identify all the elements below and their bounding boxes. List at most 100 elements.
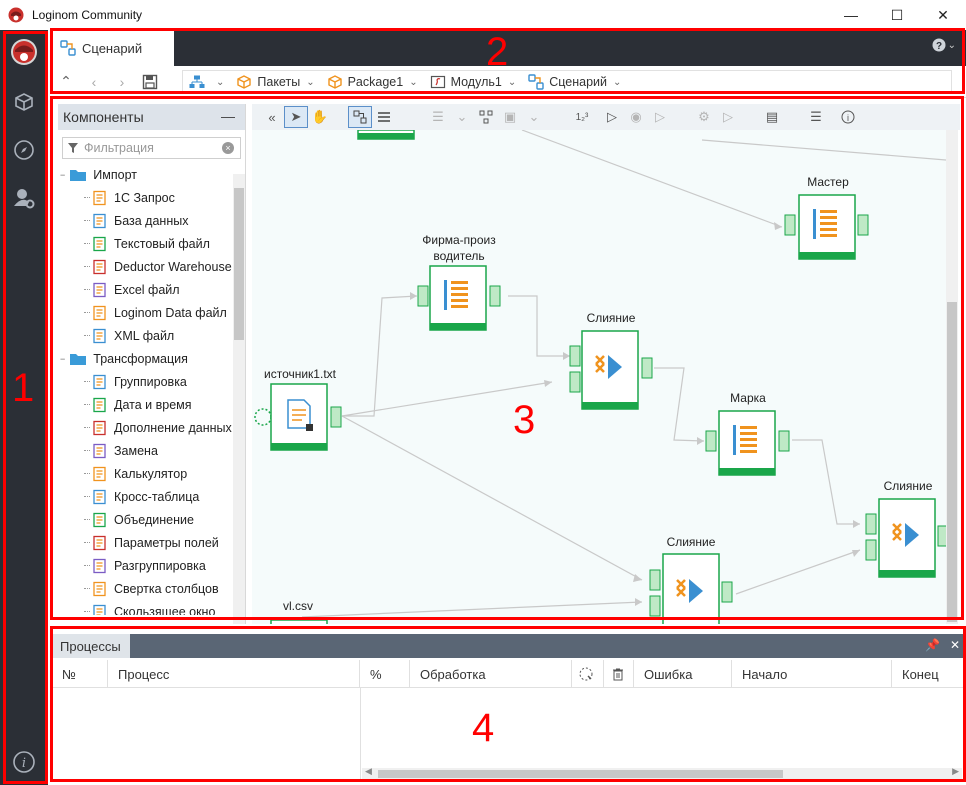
clear-filter-button[interactable]: × bbox=[222, 142, 234, 154]
align-button[interactable]: ☰ bbox=[426, 106, 450, 128]
tree-item[interactable]: База данных bbox=[58, 209, 245, 232]
input-port[interactable] bbox=[649, 595, 661, 617]
column-percent[interactable]: % bbox=[360, 660, 410, 688]
scenario-canvas[interactable]: Мастер Фирма-произ водитель Слияние bbox=[252, 130, 946, 624]
input-port[interactable] bbox=[417, 285, 429, 307]
column-number[interactable]: № bbox=[52, 660, 108, 688]
node-firma[interactable]: Фирма-произ водитель bbox=[417, 233, 501, 331]
tree-item[interactable]: Разгруппировка bbox=[58, 554, 245, 577]
tree-item[interactable]: Группировка bbox=[58, 370, 245, 393]
tree-item[interactable]: Кросс-таблица bbox=[58, 485, 245, 508]
tree-item[interactable]: Замена bbox=[58, 439, 245, 462]
packages-rail-button[interactable] bbox=[8, 86, 40, 118]
output-port[interactable] bbox=[721, 581, 733, 603]
pan-tool-button[interactable]: ✋ bbox=[308, 106, 332, 128]
node-merge2[interactable]: Слияние bbox=[865, 479, 946, 578]
canvas-scrollbar[interactable] bbox=[946, 130, 958, 624]
column-process[interactable]: Процесс bbox=[108, 660, 360, 688]
expander-icon[interactable]: − bbox=[60, 169, 66, 180]
node-source1[interactable]: источник1.txt bbox=[254, 367, 342, 451]
maximize-button[interactable]: ☐ bbox=[890, 6, 904, 23]
tree-item[interactable]: Свертка столбцов bbox=[58, 577, 245, 600]
collapse-components-button[interactable]: « bbox=[260, 106, 284, 128]
tree-item[interactable]: Объединение bbox=[58, 508, 245, 531]
tree-item[interactable]: Дополнение данных bbox=[58, 416, 245, 439]
collapse-up-button[interactable]: ⌃ bbox=[52, 68, 80, 96]
tree-item[interactable]: Deductor Warehouse bbox=[58, 255, 245, 278]
node-merge3[interactable]: Слияние bbox=[649, 535, 733, 624]
back-button[interactable]: ‹ bbox=[80, 68, 108, 96]
tree-item[interactable]: XML файл bbox=[58, 324, 245, 347]
run-button[interactable]: ▷ bbox=[600, 106, 624, 128]
explore-rail-button[interactable] bbox=[8, 134, 40, 166]
input-port[interactable] bbox=[569, 371, 581, 393]
tab-scenario[interactable]: Сценарий bbox=[52, 30, 174, 66]
expander-icon[interactable]: − bbox=[60, 353, 66, 364]
run-to-button[interactable]: ▷ bbox=[648, 106, 672, 128]
tree-item[interactable]: Excel файл bbox=[58, 278, 245, 301]
tree-item[interactable]: Скользящее окно bbox=[58, 600, 245, 615]
close-button[interactable]: ✕ bbox=[937, 6, 949, 23]
node-partial-top[interactable] bbox=[357, 130, 415, 140]
output-port[interactable] bbox=[641, 357, 653, 379]
breadcrumb-root[interactable]: ⌄ bbox=[183, 75, 230, 89]
numbering-button[interactable]: 1₂³ bbox=[570, 106, 594, 128]
info-button[interactable]: i bbox=[836, 106, 860, 128]
run-settings-button[interactable]: ▷ bbox=[716, 106, 740, 128]
column-start[interactable]: Начало bbox=[732, 660, 892, 688]
filter-input[interactable]: Фильтрация × bbox=[62, 137, 241, 159]
input-port[interactable] bbox=[649, 569, 661, 591]
breadcrumb-module1[interactable]: Модуль1 ⌄ bbox=[424, 74, 523, 90]
processes-hscrollbar-thumb[interactable] bbox=[378, 770, 783, 778]
column-error[interactable]: Ошибка bbox=[634, 660, 732, 688]
input-port[interactable] bbox=[784, 214, 796, 236]
tree-item[interactable]: Параметры полей bbox=[58, 531, 245, 554]
input-port[interactable] bbox=[865, 513, 877, 535]
note-button[interactable]: ▤ bbox=[760, 106, 784, 128]
align-dropdown[interactable]: ⌄ bbox=[450, 106, 474, 128]
input-port[interactable] bbox=[569, 345, 581, 367]
column-status[interactable] bbox=[572, 660, 604, 688]
node-settings-button[interactable]: ⚙ bbox=[692, 106, 716, 128]
column-end[interactable]: Конец bbox=[892, 660, 966, 688]
help-button[interactable]: ? ⌄ bbox=[932, 38, 956, 52]
save-button[interactable] bbox=[136, 68, 164, 96]
breadcrumb-package1[interactable]: Package1 ⌄ bbox=[321, 74, 424, 90]
group-dropdown[interactable]: ⌄ bbox=[522, 106, 546, 128]
input-port[interactable] bbox=[705, 430, 717, 452]
breadcrumb-scenario[interactable]: Сценарий ⌄ bbox=[522, 74, 627, 90]
tree-item[interactable]: Loginom Data файл bbox=[58, 301, 245, 324]
node-vlcsv[interactable]: vl.csv bbox=[270, 599, 328, 624]
pin-icon[interactable]: 📌 bbox=[924, 638, 940, 652]
components-scrollbar-thumb[interactable] bbox=[234, 188, 244, 340]
breadcrumb-packages[interactable]: Пакеты ⌄ bbox=[230, 74, 320, 90]
minimize-button[interactable]: — bbox=[844, 7, 858, 23]
processes-hscrollbar[interactable]: ◀ ▶ bbox=[362, 766, 962, 780]
output-port[interactable] bbox=[330, 406, 342, 428]
tree-item[interactable]: Дата и время bbox=[58, 393, 245, 416]
node-merge1[interactable]: Слияние bbox=[569, 311, 653, 410]
canvas-scrollbar-thumb[interactable] bbox=[947, 302, 957, 622]
column-delete[interactable] bbox=[604, 660, 634, 688]
tab-processes[interactable]: Процессы bbox=[52, 634, 130, 658]
tree-item[interactable]: Текстовый файл bbox=[58, 232, 245, 255]
output-port[interactable] bbox=[489, 285, 501, 307]
connection-handle[interactable] bbox=[254, 408, 272, 426]
input-port[interactable] bbox=[865, 539, 877, 561]
about-rail-button[interactable]: i bbox=[8, 746, 40, 778]
scroll-left-icon[interactable]: ◀ bbox=[365, 766, 372, 776]
select-tool-button[interactable]: ➤ bbox=[284, 106, 308, 128]
output-port[interactable] bbox=[857, 214, 869, 236]
diagram-view-button[interactable] bbox=[348, 106, 372, 128]
tree-item[interactable]: Калькулятор bbox=[58, 462, 245, 485]
tree-group[interactable]: −Трансформация bbox=[58, 347, 245, 370]
node-master[interactable]: Мастер bbox=[784, 175, 869, 260]
close-icon[interactable]: ✕ bbox=[949, 638, 960, 652]
profile-avatar[interactable] bbox=[8, 36, 40, 68]
scroll-right-icon[interactable]: ▶ bbox=[952, 766, 959, 776]
arrange-button[interactable] bbox=[474, 106, 498, 128]
group-button[interactable]: ▣ bbox=[498, 106, 522, 128]
output-port[interactable] bbox=[937, 525, 946, 547]
output-port[interactable] bbox=[778, 430, 790, 452]
list-view-button[interactable] bbox=[372, 106, 396, 128]
